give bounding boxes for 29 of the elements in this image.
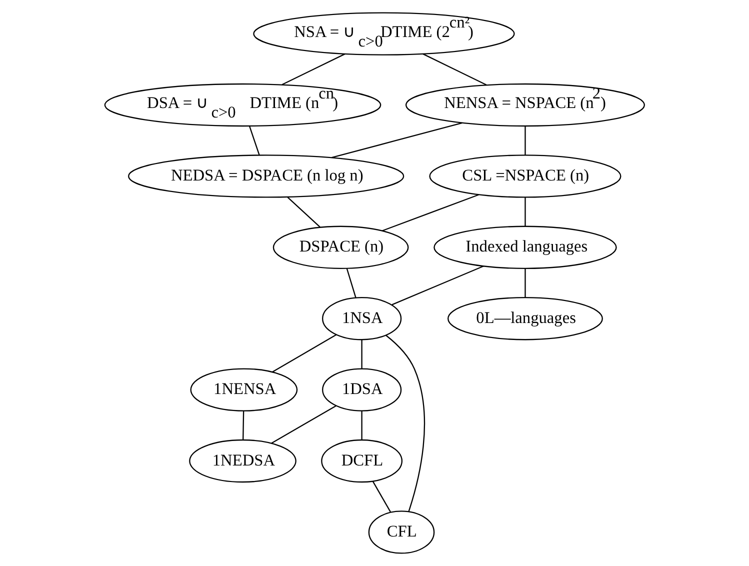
connector (392, 266, 484, 306)
connector (272, 334, 337, 373)
node-ellipse: 1NEDSA (189, 439, 296, 483)
connector (524, 268, 526, 298)
connector (248, 126, 260, 156)
node-ellipse: 1NSA (322, 297, 402, 340)
connector (422, 53, 487, 86)
node-ellipse: DCFL (321, 439, 403, 483)
connector (332, 122, 462, 158)
connector (382, 194, 479, 232)
node-ellipse: Indexed languages (434, 226, 617, 269)
connector (361, 410, 362, 440)
connector (372, 481, 391, 512)
node-ellipse: CFL (368, 510, 435, 554)
node-ellipse: DSPACE (n) (272, 226, 409, 269)
connector (282, 53, 346, 86)
connector (346, 268, 356, 298)
node-ellipse: 0L—languages (448, 297, 603, 340)
connector (287, 196, 320, 228)
connector (242, 410, 244, 440)
connector (271, 405, 336, 444)
connector (361, 340, 362, 369)
node-ellipse: 1NENSA (190, 368, 298, 412)
connector (386, 334, 426, 512)
node-ellipse: 1DSA (322, 368, 402, 412)
connector (524, 197, 526, 226)
node-ellipse: CSL =NSPACE (n) (429, 154, 622, 198)
node-ellipse: NEDSA = DSPACE (n log n) (128, 154, 404, 198)
connector (524, 126, 526, 155)
